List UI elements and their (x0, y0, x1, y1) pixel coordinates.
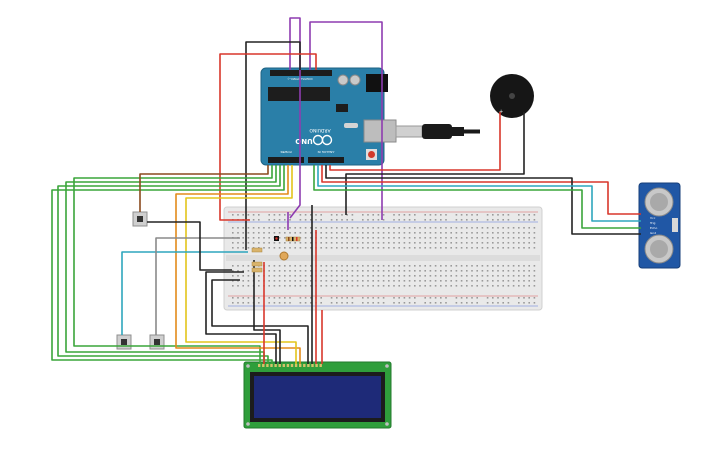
push-button-top (132, 211, 148, 227)
led (274, 236, 279, 241)
wire-red-sensor (321, 165, 641, 215)
pin-label-vcc: Vcc (650, 216, 656, 220)
wire-black-lcd-c (211, 279, 309, 364)
wire-teal-button (121, 251, 248, 335)
lcd-display (243, 361, 392, 429)
wire-yellow-lcd (185, 165, 297, 364)
power-header-label: POWER (280, 150, 291, 154)
resistors (251, 236, 301, 273)
wire-brown-button (139, 165, 269, 212)
wire-purple-top (309, 21, 383, 220)
wire-black-sensor (325, 165, 641, 235)
wire-teal-sensor (317, 165, 641, 222)
wire-red-top (219, 53, 317, 221)
lcd-pin-header (258, 364, 322, 367)
wire-gray-button (155, 237, 240, 335)
wire-green-sensor (313, 165, 641, 229)
wire-black-top (245, 41, 301, 250)
arduino-brand-label: ARDUINO (309, 127, 331, 133)
wire-orange-lcd (175, 165, 301, 364)
wire-black-buzzer (345, 112, 525, 215)
ultrasonic-sensor: Vcc Trig Echo Gnd (638, 182, 681, 269)
wire-green-lcd-4 (51, 165, 285, 364)
push-button-right (149, 334, 165, 350)
pin-label-echo: Echo (650, 226, 657, 230)
arduino-uno: UNO ARDUINO DIGITAL (PWM~) POWER ANALOG … (260, 67, 397, 166)
pin-label-trig: Trig (649, 221, 655, 225)
wire-green-lcd-3 (57, 165, 281, 364)
wires (51, 17, 641, 364)
wire-green-lcd-1 (73, 165, 273, 364)
svg-text:+: + (499, 109, 503, 115)
wire-red-buzzer (329, 112, 501, 171)
wire-purple-2 (289, 17, 301, 219)
breadboard (223, 206, 543, 311)
pin-label-gnd: Gnd (650, 231, 656, 235)
sensor-pin-labels: Vcc Trig Echo Gnd (649, 216, 657, 235)
potentiometer (279, 251, 289, 261)
wire-black-lcd-b (205, 271, 277, 364)
arduino-logo (312, 134, 333, 146)
wire-black-lcd-a (253, 260, 281, 364)
usb-cable (395, 124, 480, 139)
push-button-left (116, 334, 132, 350)
analog-header-label: ANALOG IN (318, 150, 335, 154)
wire-black-button-top (147, 221, 232, 271)
arduino-model-label: UNO (295, 137, 313, 145)
piezo-buzzer: + (490, 74, 534, 118)
